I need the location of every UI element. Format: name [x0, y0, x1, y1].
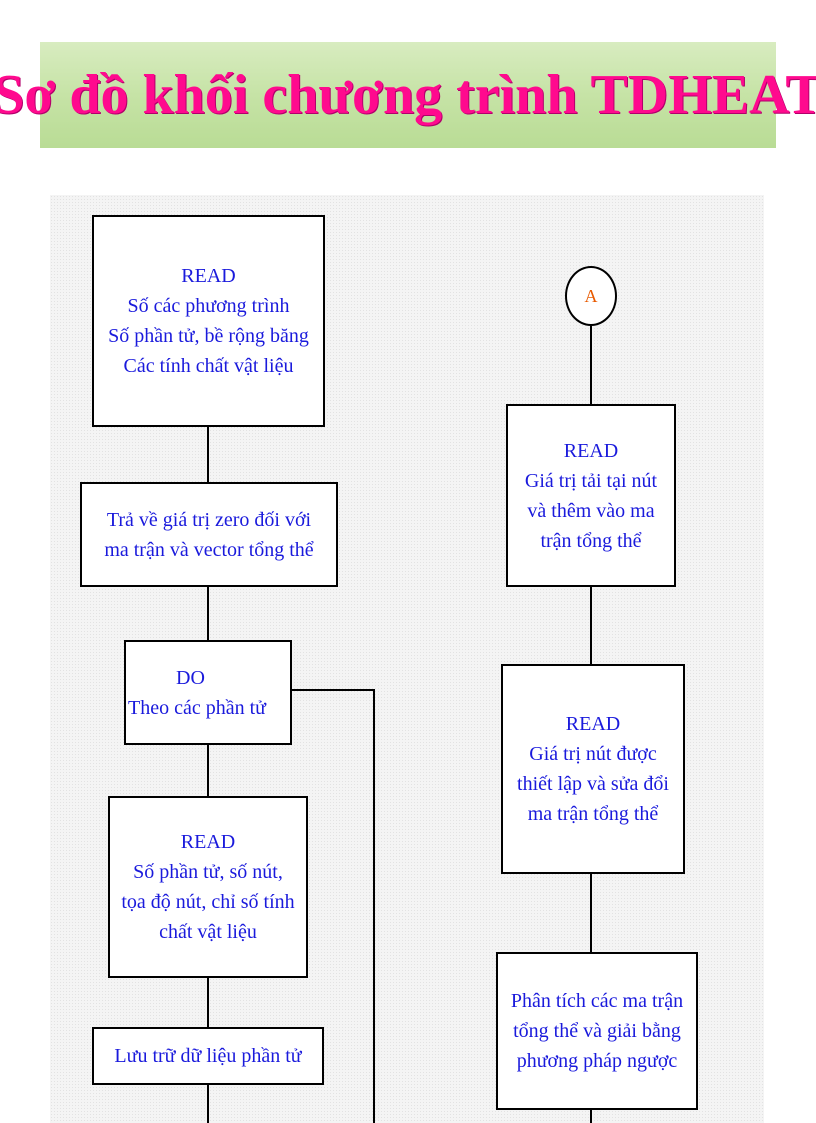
node-line: Trả về giá trị zero đối với — [106, 508, 312, 531]
node-do-loop: DO Theo các phần tử — [124, 640, 292, 745]
node-line: thiết lập và sửa đổi — [517, 773, 669, 795]
node-read-element: READ Số phần tử, số nút, tọa độ nút, chỉ… — [108, 796, 308, 978]
node-line: READ — [181, 265, 236, 287]
node-line: chất vật liệu — [159, 921, 257, 943]
node-line: Số phần tử, bề rộng băng — [108, 325, 309, 347]
node-read-input: READ Số các phương trình Số phần tử, bề … — [92, 215, 325, 427]
node-line: READ — [563, 439, 619, 462]
title-banner: Sơ đồ khối chương trình TDHEAT — [0, 42, 816, 148]
node-store-element: Lưu trữ dữ liệu phần tử — [92, 1027, 324, 1085]
node-line: và thêm vào ma — [527, 499, 655, 522]
node-line: READ — [565, 713, 621, 735]
node-zero-init: Trả về giá trị zero đối với ma trận và v… — [80, 482, 338, 587]
node-line: tổng thể và giải bằng — [513, 1020, 681, 1042]
page-title: Sơ đồ khối chương trình TDHEAT — [0, 64, 816, 126]
node-line: DO — [176, 666, 205, 689]
node-line: ma trận và vector tổng thể — [104, 538, 314, 561]
node-line: ma trận tổng thể — [527, 803, 659, 825]
node-read-loads: READ Giá trị tải tại nút và thêm vào ma … — [506, 404, 676, 587]
node-solve: Phân tích các ma trận tổng thể và giải b… — [496, 952, 698, 1110]
node-line: tọa độ nút, chỉ số tính — [121, 891, 295, 913]
node-line: Lưu trữ dữ liệu phần tử — [114, 1045, 302, 1067]
node-line: READ — [180, 831, 236, 853]
node-line: Số phần tử, số nút, — [133, 861, 283, 883]
node-line: phương pháp ngược — [516, 1050, 678, 1072]
node-line: Theo các phần tử — [128, 696, 266, 719]
node-line: trận tổng thể — [540, 529, 642, 552]
node-line: Các tính chất vật liệu — [123, 355, 294, 377]
node-read-nodal: READ Giá trị nút được thiết lập và sửa đ… — [501, 664, 685, 874]
node-line: Phân tích các ma trận — [510, 990, 684, 1012]
node-line: Giá trị tải tại nút — [524, 469, 658, 492]
connector-a: A — [565, 266, 617, 326]
node-line: Số các phương trình — [127, 295, 290, 317]
node-line: Giá trị nút được — [529, 743, 657, 765]
